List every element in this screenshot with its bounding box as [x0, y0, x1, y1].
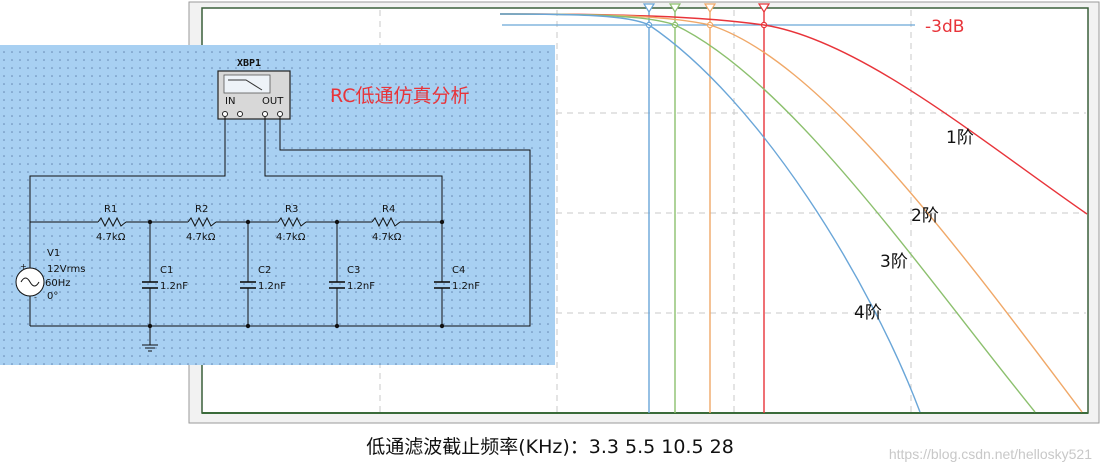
ac-source-minus-sign: - [34, 293, 37, 302]
source-frequency: 60Hz [45, 278, 71, 289]
watermark: https://blog.csdn.net/hellosky521 [888, 446, 1092, 462]
schematic: RC低通仿真分析 XBP1 IN OUT [0, 45, 555, 365]
instrument-name: XBP1 [237, 58, 261, 69]
capacitor-c1-name: C1 [160, 265, 173, 276]
resistor-r3-value: 4.7kΩ [276, 232, 306, 243]
capacitor-c4-value: 1.2nF [452, 281, 480, 292]
sine-wave-icon [20, 277, 40, 287]
resistor-r2-icon [187, 216, 217, 228]
capacitor-symbols [142, 281, 450, 289]
instrument-terminal-in-plus[interactable] [222, 111, 228, 117]
bode-plotter-instrument[interactable]: XBP1 IN OUT [217, 58, 291, 120]
junction-dot [334, 323, 340, 329]
instrument-terminal-out-plus[interactable] [262, 111, 268, 117]
capacitor-c3-value: 1.2nF [347, 281, 375, 292]
junction-dot [245, 219, 251, 225]
resistor-r3-icon [277, 216, 307, 228]
order-label-3: 3阶 [880, 252, 908, 272]
junction-dot [439, 323, 445, 329]
instrument-in-label: IN [225, 96, 235, 107]
resistor-r2-value: 4.7kΩ [186, 232, 216, 243]
resistor-r1-name: R1 [104, 204, 117, 215]
resistor-r4-name: R4 [382, 204, 395, 215]
instrument-screen [223, 74, 271, 94]
junction-dot [147, 219, 153, 225]
ac-source: + - [15, 262, 45, 302]
instrument-terminal-in-minus[interactable] [237, 111, 243, 117]
cursor-lines [642, 3, 771, 413]
resistor-symbols [97, 216, 401, 228]
curve-order-3 [499, 13, 1036, 413]
response-curves [499, 13, 1088, 413]
junction-dot [147, 323, 153, 329]
resistor-r4-icon [371, 216, 401, 228]
capacitor-c1-value: 1.2nF [160, 281, 188, 292]
source-name: V1 [47, 248, 60, 259]
source-phase: 0° [47, 291, 58, 302]
order-label-1: 1阶 [946, 128, 974, 148]
resistor-r1-icon [97, 216, 127, 228]
threshold-label: -3dB [925, 17, 964, 37]
schematic-title: RC低通仿真分析 [330, 85, 470, 107]
ac-source-plus-sign: + [20, 262, 27, 271]
caption-cutoff-frequencies: 低通滤波截止频率(KHz)：3.3 5.5 10.5 28 [366, 436, 734, 458]
ground-icon [142, 344, 158, 352]
capacitor-c2-value: 1.2nF [258, 281, 286, 292]
capacitor-c3-name: C3 [347, 265, 360, 276]
cursor-marker-3[interactable] [668, 3, 682, 14]
resistor-r1-value: 4.7kΩ [96, 232, 126, 243]
instrument-terminal-out-minus[interactable] [277, 111, 283, 117]
junction-dot [245, 323, 251, 329]
instrument-screen-curve-icon [228, 79, 263, 91]
cursor-marker-4[interactable] [642, 3, 656, 14]
cursor-marker-2[interactable] [703, 3, 717, 14]
curve-order-4 [499, 13, 921, 413]
junction-dot [439, 219, 445, 225]
resistor-r2-name: R2 [195, 204, 208, 215]
cursor-marker-1[interactable] [757, 3, 771, 14]
instrument-out-label: OUT [262, 96, 284, 107]
capacitor-c2-name: C2 [258, 265, 271, 276]
order-label-2: 2阶 [911, 206, 939, 226]
order-label-4: 4阶 [854, 303, 882, 323]
junction-dot [334, 219, 340, 225]
resistor-r4-value: 4.7kΩ [372, 232, 402, 243]
wires [29, 117, 531, 345]
source-voltage: 12Vrms [47, 264, 85, 275]
capacitor-c4-name: C4 [452, 265, 465, 276]
resistor-r3-name: R3 [285, 204, 298, 215]
